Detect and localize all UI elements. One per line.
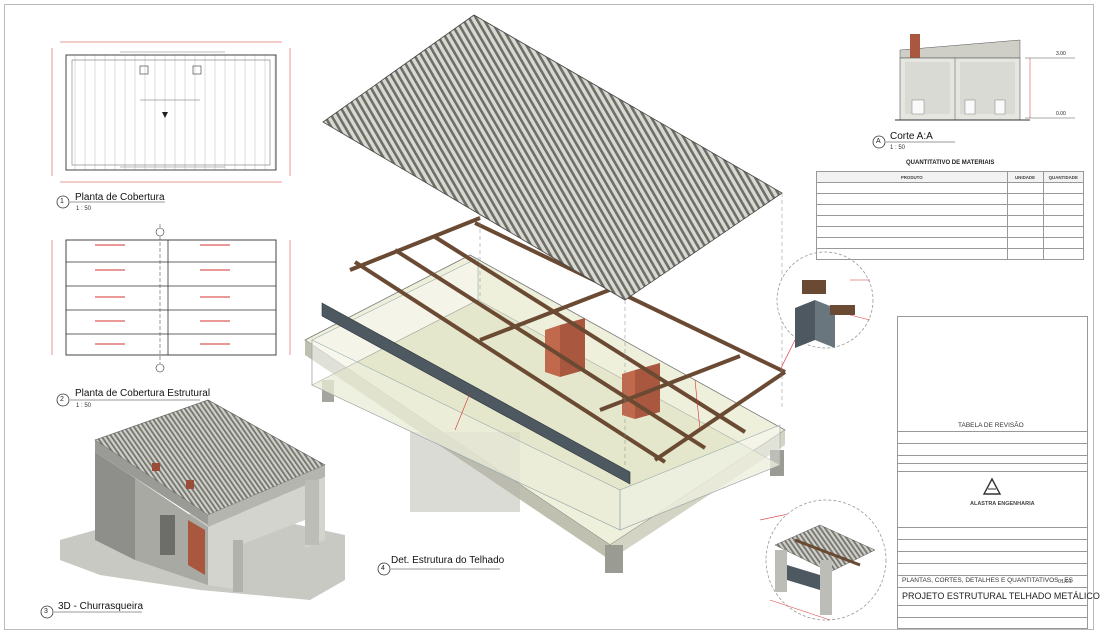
- revision-table-title: TABELA DE REVISÃO: [958, 422, 1024, 429]
- roof-structure-number: 4: [381, 565, 385, 572]
- company-name: ALASTRA ENGENHARIA: [970, 501, 1035, 507]
- divider: [898, 587, 1087, 588]
- table-cell: [816, 237, 1008, 249]
- materials-col-product: PRODUTO: [816, 171, 1008, 183]
- barbecue-3d-view: [40, 399, 345, 619]
- barbecue-3d-number: 3: [44, 608, 48, 615]
- roof-level-label: 3.00: [1056, 51, 1066, 57]
- materials-col-qty: QUANTIDADE: [1042, 171, 1085, 183]
- section-title: Corte A:A: [890, 131, 933, 142]
- materials-table: PRODUTO UNIDADE QUANTIDADE: [816, 171, 1085, 260]
- table-cell: [1042, 226, 1085, 238]
- barbecue-3d-title: 3D - Churrasqueira: [58, 601, 144, 612]
- sheet-number: 01/01: [1058, 579, 1072, 585]
- roof-structure-title: Det. Estrutura do Telhado: [391, 555, 505, 566]
- divider: [898, 471, 1087, 472]
- divider: [898, 605, 1087, 606]
- company-logo: [982, 477, 1002, 497]
- table-row: [816, 248, 1085, 260]
- divider: [898, 575, 1087, 576]
- table-cell: [816, 248, 1008, 260]
- roof-plan-title: Planta de Cobertura: [75, 192, 165, 203]
- table-cell: [1006, 248, 1044, 260]
- roof-plan-number: 1: [60, 198, 64, 205]
- table-cell: [1006, 193, 1044, 205]
- table-cell: [1042, 193, 1085, 205]
- structural-roof-plan-view: [51, 224, 291, 407]
- roof-plan-view: [51, 41, 291, 209]
- divider: [898, 551, 1087, 552]
- table-cell: [1006, 226, 1044, 238]
- table-cell: [1006, 215, 1044, 227]
- divider: [898, 527, 1087, 528]
- table-cell: [816, 215, 1008, 227]
- divider: [898, 563, 1087, 564]
- logo-icon: [982, 477, 1002, 495]
- table-cell: [1042, 204, 1085, 216]
- divider: [898, 443, 1087, 444]
- roof-plan-scale: 1 : 50: [76, 206, 92, 212]
- table-row: [816, 226, 1085, 238]
- table-cell: [816, 193, 1008, 205]
- table-cell: [816, 204, 1008, 216]
- table-row: [816, 193, 1085, 205]
- sheet-contents: PLANTAS, CORTES, DETALHES E QUANTITATIVO…: [902, 577, 1073, 584]
- table-row: [816, 204, 1085, 216]
- divider: [898, 455, 1087, 456]
- materials-table-title: QUANTITATIVO DE MATERIAIS: [906, 160, 995, 166]
- table-cell: [816, 226, 1008, 238]
- table-row: [816, 182, 1085, 194]
- table-cell: [1042, 182, 1085, 194]
- table-cell: [1042, 248, 1085, 260]
- sheet-border: [4, 4, 1094, 630]
- floor-level-label: 0.00: [1056, 111, 1066, 117]
- section-scale: 1 : 50: [890, 145, 906, 151]
- divider: [898, 431, 1087, 432]
- materials-col-unit: UNIDADE: [1006, 171, 1044, 183]
- table-cell: [1006, 182, 1044, 194]
- table-cell: [1042, 237, 1085, 249]
- materials-table-header: PRODUTO UNIDADE QUANTIDADE: [816, 171, 1085, 183]
- structural-plan-number: 2: [60, 396, 64, 403]
- structural-plan-scale: 1 : 50: [76, 403, 92, 409]
- title-block: TABELA DE REVISÃO ALASTRA ENGENHARIA PLA…: [897, 316, 1100, 629]
- connection-detail-bubble: [776, 251, 874, 349]
- table-cell: [816, 182, 1008, 194]
- roof-structure-exploded-view: [304, 14, 831, 576]
- structural-plan-title: Planta de Cobertura Estrutural: [75, 388, 211, 399]
- table-row: [816, 237, 1085, 249]
- table-cell: [1006, 204, 1044, 216]
- divider: [898, 617, 1087, 618]
- section-view: [872, 34, 1075, 149]
- divider: [898, 463, 1087, 464]
- divider: [898, 539, 1087, 540]
- table-cell: [1006, 237, 1044, 249]
- table-cell: [1042, 215, 1085, 227]
- corner-detail-bubble: [765, 499, 887, 621]
- project-title: PROJETO ESTRUTURAL TELHADO METÁLICO: [902, 591, 1100, 601]
- table-row: [816, 215, 1085, 227]
- section-number: A: [876, 138, 881, 145]
